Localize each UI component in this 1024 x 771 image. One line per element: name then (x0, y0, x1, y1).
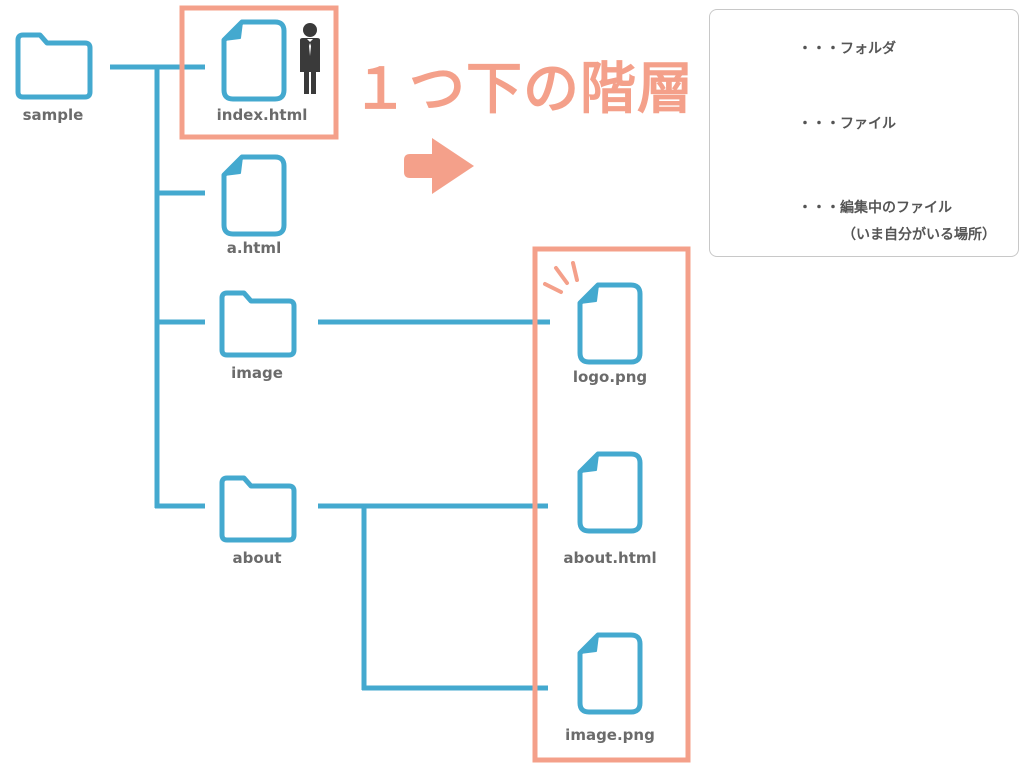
legend-folder-label: ・・・フォルダ (798, 41, 896, 57)
legend-file-label: ・・・ファイル (798, 116, 896, 132)
label-a-html: a.html (226, 239, 282, 257)
label-image: image (231, 364, 283, 382)
file-icon[interactable] (580, 454, 640, 531)
arrow-right-icon (404, 138, 474, 194)
person-icon (300, 23, 320, 94)
heading-title: １つ下の階層 (352, 57, 694, 122)
highlight-target-files (532, 246, 691, 763)
file-icon[interactable] (224, 157, 284, 234)
label-about: about (232, 549, 282, 567)
label-about-html: about.html (563, 549, 657, 567)
legend-box (709, 9, 1019, 257)
folder-icon[interactable] (18, 35, 90, 97)
attention-sparks (543, 261, 579, 294)
file-icon[interactable] (580, 635, 640, 712)
legend-editing-label: ・・・編集中のファイル (798, 200, 952, 216)
file-icon[interactable] (580, 285, 640, 362)
label-sample: sample (22, 106, 84, 124)
label-image-png: image.png (565, 726, 655, 744)
tree-connectors (110, 64, 550, 691)
legend-editing-sublabel: （いま自分がいる場所） (842, 227, 996, 243)
folder-icon[interactable] (222, 293, 294, 355)
label-logo-png: logo.png (572, 368, 648, 386)
folder-icon[interactable] (222, 478, 294, 540)
highlight-current-file (179, 5, 339, 140)
file-icon[interactable] (224, 22, 284, 99)
label-index-html: index.html (216, 106, 308, 124)
